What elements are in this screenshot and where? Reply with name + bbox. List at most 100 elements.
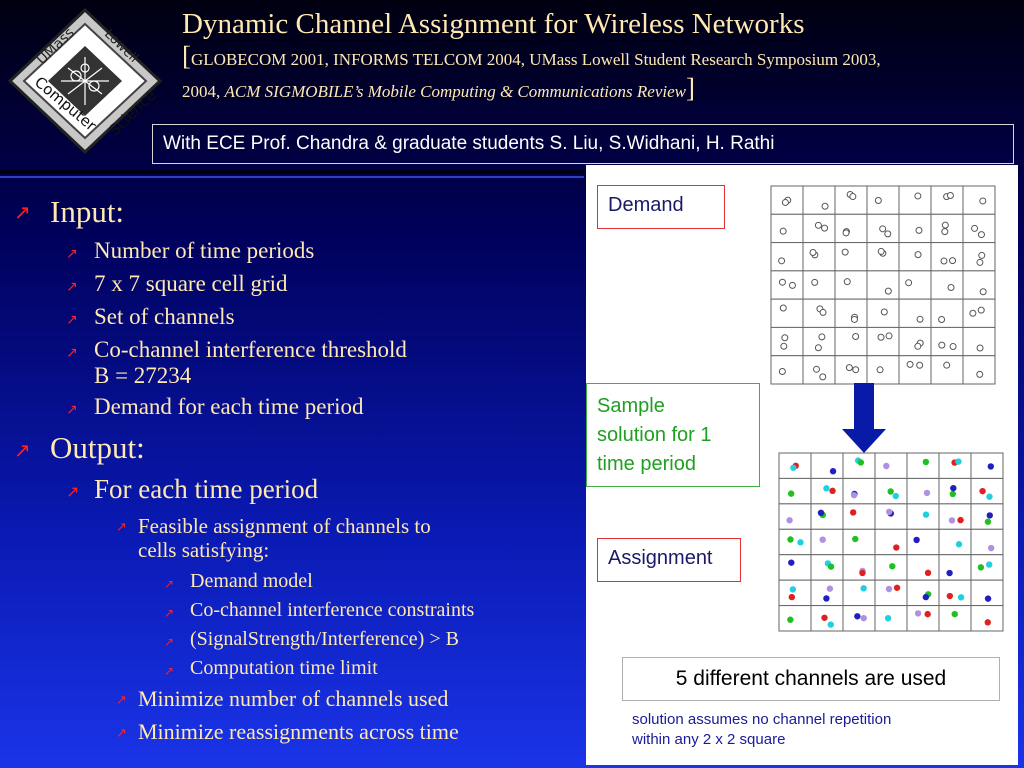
demand-dot xyxy=(852,366,860,374)
grid-cell xyxy=(970,528,1004,556)
channel-dot xyxy=(984,518,992,525)
channel-dot xyxy=(922,458,930,466)
grid-cell xyxy=(874,528,908,556)
grid-cell xyxy=(906,605,940,632)
demand-dot xyxy=(946,192,954,200)
bullet-arrow-icon: ↗ xyxy=(66,312,78,328)
grid-cell xyxy=(962,213,996,244)
demand-dot xyxy=(943,361,951,369)
grid-cell xyxy=(930,213,964,244)
channel-dot xyxy=(957,594,965,601)
channel-dot xyxy=(884,615,892,622)
grid-cell xyxy=(962,270,996,300)
grid-cell xyxy=(898,213,932,244)
minimize-reassignments: Minimize reassignments across time xyxy=(138,719,459,744)
grid-cell xyxy=(778,579,812,607)
grid-cell xyxy=(810,554,844,581)
grid-cell xyxy=(930,326,964,357)
demand-dot xyxy=(780,342,788,350)
demand-dot xyxy=(778,257,786,265)
grid-cell xyxy=(802,213,836,244)
demand-dot xyxy=(843,278,851,286)
input-item-channels: Set of channels xyxy=(94,304,235,329)
demand-dot xyxy=(852,333,860,341)
grid-cell xyxy=(898,326,932,357)
channel-dot xyxy=(986,561,993,568)
demand-dot xyxy=(877,333,885,341)
grid-cell xyxy=(778,554,812,581)
grid-cell xyxy=(842,579,876,607)
channel-dot xyxy=(924,610,931,618)
channel-dot xyxy=(889,563,896,570)
demand-dot xyxy=(915,226,923,234)
grid-cell xyxy=(834,213,868,244)
grid-cell xyxy=(938,605,972,632)
grid-cell xyxy=(810,503,844,530)
demand-dot xyxy=(874,196,882,204)
channel-dot xyxy=(957,516,964,524)
note-line2: within any 2 x 2 square xyxy=(632,731,786,748)
demand-dot xyxy=(941,221,949,229)
bullet-arrow-icon: ↗ xyxy=(66,246,78,262)
input-item-threshold: B = 27234 xyxy=(94,363,192,388)
grid-cell xyxy=(842,503,876,530)
channel-dot xyxy=(892,492,899,500)
grid-cell xyxy=(866,213,900,244)
channel-dot xyxy=(922,511,930,518)
demand-dot xyxy=(914,342,922,350)
channels-used-box: 5 different channels are used xyxy=(622,657,1000,701)
demand-dot xyxy=(969,309,977,317)
demand-dot xyxy=(842,229,850,237)
channel-dot xyxy=(789,586,797,593)
demand-dot xyxy=(976,258,984,266)
channel-dot xyxy=(984,595,992,602)
channel-dot xyxy=(860,614,867,622)
channel-dot xyxy=(986,493,993,500)
grid-cell xyxy=(898,185,932,215)
grid-cell xyxy=(778,477,812,505)
umass-lowell-cs-logo: UMass Lowell Computer Science xyxy=(7,7,163,155)
grid-cell xyxy=(938,579,972,607)
bullet-arrow-icon: ↗ xyxy=(164,577,175,591)
grid-cell xyxy=(930,270,964,300)
channel-dot xyxy=(857,459,865,466)
channel-dot xyxy=(885,585,893,593)
demand-dot xyxy=(818,333,826,341)
grid-cell xyxy=(778,528,812,556)
grid-cell xyxy=(842,477,876,505)
channel-dot xyxy=(787,616,794,623)
demand-dot xyxy=(879,225,887,233)
grid-cell xyxy=(970,554,1004,581)
grid-cell xyxy=(866,326,900,357)
bullet-arrow-icon: ↗ xyxy=(164,664,175,678)
minimize-channels: Minimize number of channels used xyxy=(138,686,449,711)
channel-dot xyxy=(984,619,991,626)
channel-dot xyxy=(949,490,957,498)
output-for-each: For each time period xyxy=(94,474,319,504)
demand-dot xyxy=(880,308,888,316)
channel-dot xyxy=(787,536,794,543)
demand-dot xyxy=(779,227,787,235)
channel-dot xyxy=(924,569,932,577)
grid-cell xyxy=(898,298,932,328)
channel-dot xyxy=(850,491,858,499)
demand-grid xyxy=(770,185,996,385)
bullet-arrow-icon: ↗ xyxy=(116,726,127,741)
demand-dot xyxy=(779,304,787,312)
demand-dot xyxy=(809,249,817,257)
channel-dot xyxy=(788,593,796,601)
channel-dot xyxy=(854,613,861,620)
channel-dot xyxy=(827,563,835,570)
demand-dot xyxy=(877,247,885,255)
demand-dot xyxy=(814,344,822,352)
channel-dot xyxy=(885,508,893,516)
grid-cell xyxy=(810,452,844,479)
grid-cell xyxy=(930,242,964,272)
grid-cell xyxy=(970,579,1004,607)
title-main: Dynamic Channel Assignment for Wireless … xyxy=(182,8,805,40)
feasible-line1: Feasible assignment of channels to xyxy=(138,514,431,538)
channel-dot xyxy=(819,536,826,543)
bullet-arrow-icon: ↗ xyxy=(164,635,175,649)
input-item-demand: Demand for each time period xyxy=(94,394,364,419)
demand-dot xyxy=(914,192,922,200)
